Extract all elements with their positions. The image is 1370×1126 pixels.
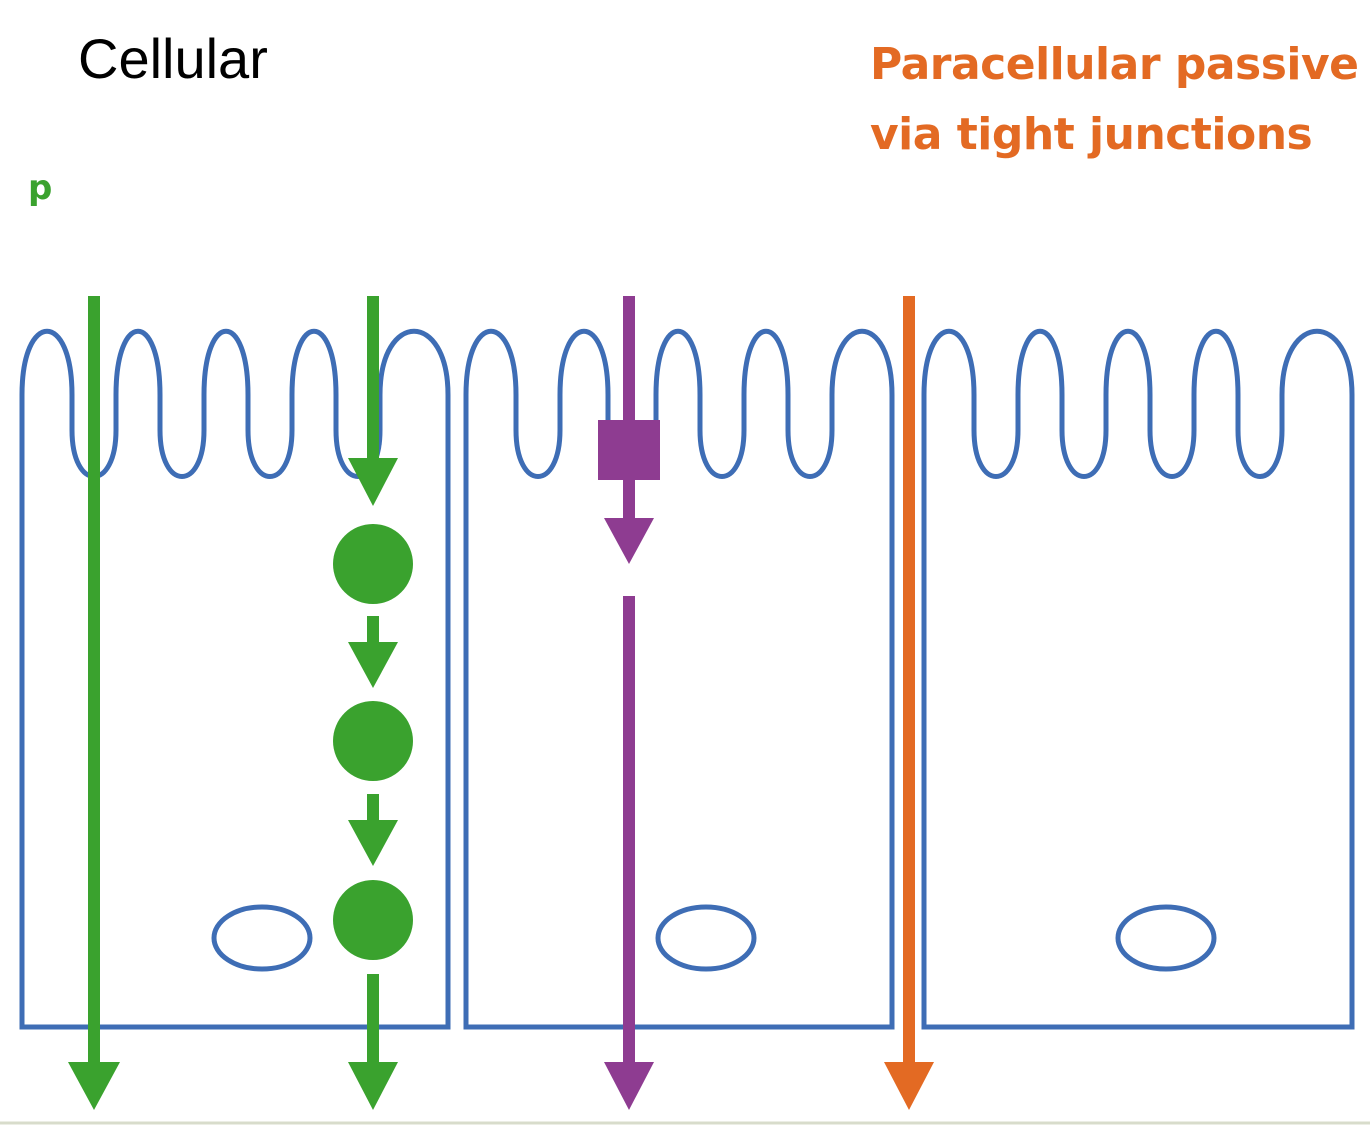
green-pathway-2-arrowhead-3: [348, 820, 398, 866]
cell-3-nucleus: [1115, 904, 1217, 972]
green-vesicle-3: [333, 880, 413, 960]
green-pathway-1-arrowhead: [68, 1062, 120, 1110]
paracellular-label-line-1: Paracellular passive: [870, 39, 1359, 90]
green-transcellular-pathway: [68, 296, 120, 1110]
green-vesicle-1: [333, 524, 413, 604]
paracellular-label-line-2: via tight junctions: [870, 109, 1313, 160]
cell-1-nucleus: [211, 904, 313, 972]
purple-carrier-transporter: [598, 420, 660, 480]
cell-2-nucleus: [655, 904, 757, 972]
transcellular-label-fragment: p: [28, 168, 53, 208]
green-vesicle-2: [333, 701, 413, 781]
purple-carrier-pathway: [598, 296, 660, 1110]
green-pathway-2-arrowhead-1: [348, 458, 398, 506]
epithelial-cell-3: [921, 328, 1355, 1030]
epithelial-cell-2: [463, 328, 895, 1030]
purple-pathway-arrowhead-1: [604, 518, 654, 564]
cell-3-membrane: [921, 328, 1355, 1030]
paracellular-label: Paracellular passive via tight junctions: [870, 30, 1360, 170]
green-vesicular-pathway: [333, 296, 413, 1110]
orange-paracellular-pathway: [884, 296, 934, 1110]
orange-pathway-arrowhead: [884, 1062, 934, 1110]
green-pathway-2-arrowhead-4: [348, 1062, 398, 1110]
purple-pathway-arrowhead-2: [604, 1062, 654, 1110]
green-pathway-2-arrowhead-2: [348, 642, 398, 688]
cell-2-membrane: [463, 328, 895, 1030]
diagram-title: Cellular: [78, 27, 268, 90]
